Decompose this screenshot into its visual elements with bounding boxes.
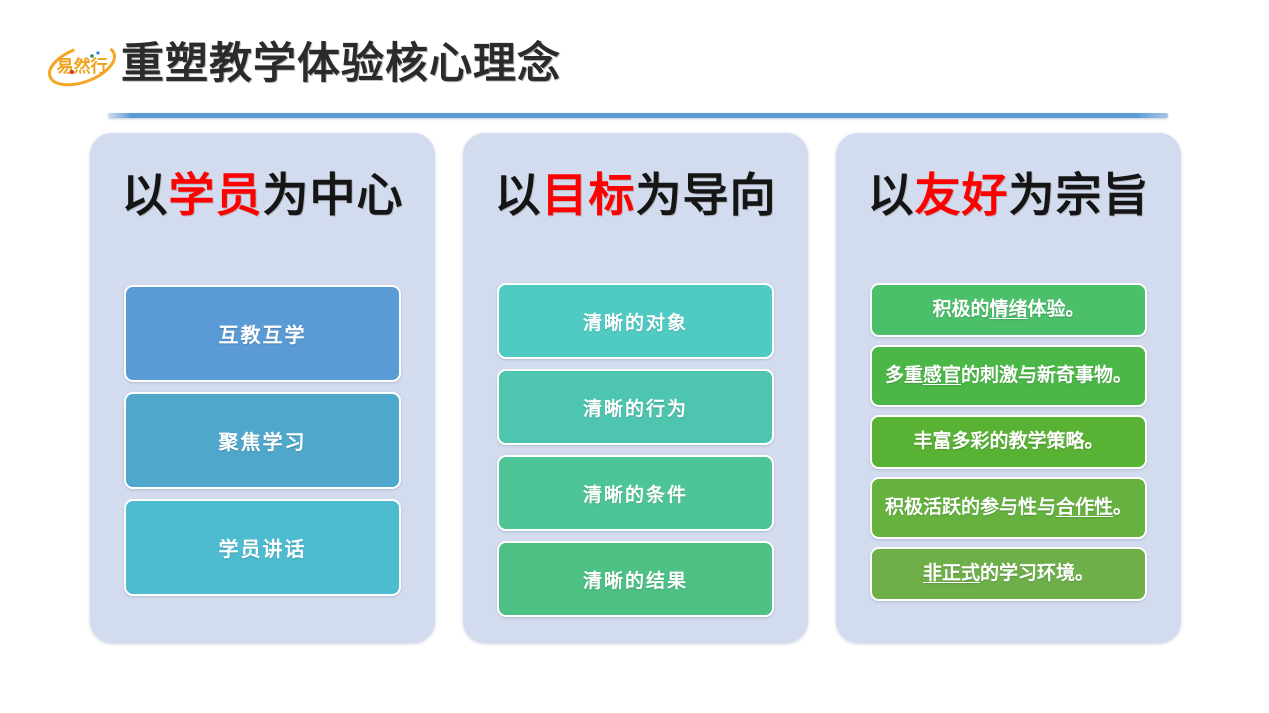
heading-suffix: 为宗旨 (1008, 169, 1150, 221)
heading-suffix: 为导向 (635, 169, 777, 221)
heading-prefix: 以 (121, 169, 169, 221)
chip-item[interactable]: 互教互学 (124, 285, 401, 382)
chip-list-friendliness: 积极的情绪体验。 多重感官的刺激与新奇事物。 丰富多彩的教学策略。 积极活跃的参… (836, 283, 1181, 601)
chip-item[interactable]: 聚焦学习 (124, 392, 401, 489)
panel-friendliness: 以友好为宗旨 积极的情绪体验。 多重感官的刺激与新奇事物。 丰富多彩的教学策略。… (836, 133, 1181, 643)
slide-header: 易然行 重塑教学体验核心理念 (0, 0, 1269, 120)
chip-item[interactable]: 清晰的条件 (497, 455, 774, 531)
chip-item[interactable]: 清晰的行为 (497, 369, 774, 445)
chip-item[interactable]: 积极活跃的参与性与 合作性。 (870, 477, 1147, 539)
chip-item[interactable]: 积极的情绪体验。 (870, 283, 1147, 337)
panel-goal-oriented: 以目标为导向 清晰的对象 清晰的行为 清晰的条件 清晰的结果 (463, 133, 808, 643)
heading-suffix: 为中心 (262, 169, 404, 221)
page-title: 重塑教学体验核心理念 (121, 40, 561, 88)
svg-text:易然行: 易然行 (57, 56, 108, 76)
heading-highlight: 学员 (168, 169, 263, 221)
chip-item[interactable]: 清晰的结果 (497, 541, 774, 617)
title-divider (108, 113, 1168, 118)
panel-heading-goal-oriented: 以目标为导向 (463, 166, 808, 224)
chip-item[interactable]: 学员讲话 (124, 499, 401, 596)
chip-item[interactable]: 丰富多彩的教学策略。 (870, 415, 1147, 469)
chip-list-goal-oriented: 清晰的对象 清晰的行为 清晰的条件 清晰的结果 (463, 283, 808, 617)
yiranxing-logo: 易然行 (40, 36, 124, 94)
heading-prefix: 以 (867, 169, 915, 221)
chip-item[interactable]: 非正式的学习环境。 (870, 547, 1147, 601)
chip-item[interactable]: 多重感官的刺激与新奇事物。 (870, 345, 1147, 407)
panel-heading-friendliness: 以友好为宗旨 (836, 166, 1181, 224)
concept-board: 以学员为中心 互教互学 聚焦学习 学员讲话 以目标为导向 清晰的对象 清晰的行为… (0, 133, 1269, 653)
panel-heading-learner-centered: 以学员为中心 (90, 166, 435, 224)
chip-item[interactable]: 清晰的对象 (497, 283, 774, 359)
heading-highlight: 友好 (914, 169, 1009, 221)
panel-learner-centered: 以学员为中心 互教互学 聚焦学习 学员讲话 (90, 133, 435, 643)
heading-highlight: 目标 (541, 169, 636, 221)
chip-list-learner-centered: 互教互学 聚焦学习 学员讲话 (90, 285, 435, 596)
heading-prefix: 以 (494, 169, 542, 221)
